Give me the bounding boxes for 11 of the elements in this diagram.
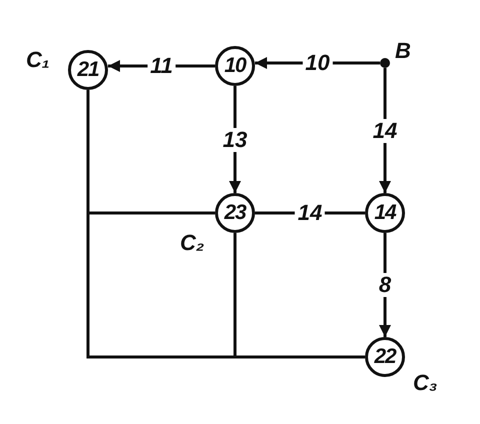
node-circle: 14 <box>365 193 405 233</box>
node-circle: 22 <box>365 337 405 377</box>
node-circle: 10 <box>215 46 255 86</box>
connector-line <box>234 233 365 358</box>
node-label: B <box>395 39 411 63</box>
node-caption: C₂ <box>180 231 204 255</box>
node-circle: 21 <box>68 50 108 90</box>
node-circle: 23 <box>215 193 255 233</box>
connector-line <box>379 233 391 337</box>
node-caption: C₃ <box>413 371 438 395</box>
node-caption: C₁ <box>26 48 50 72</box>
